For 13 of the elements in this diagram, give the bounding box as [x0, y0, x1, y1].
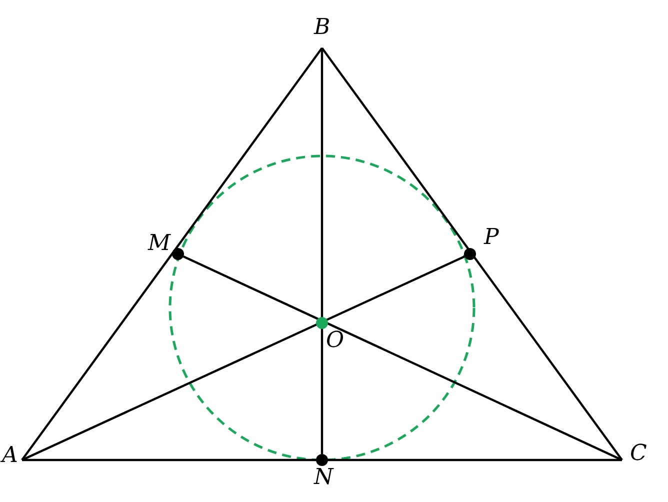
- line-segment: [22, 458, 622, 462]
- point-label: C: [630, 442, 647, 466]
- point-label: P: [484, 226, 499, 250]
- point-label: A: [2, 444, 18, 468]
- line-segment: [320, 48, 324, 454]
- point-label: B: [314, 16, 330, 40]
- point-label: O: [326, 329, 344, 353]
- line-segment: [321, 47, 623, 461]
- line-segment: [21, 47, 323, 461]
- line-segment: [182, 256, 622, 461]
- point-label: N: [314, 466, 334, 490]
- point-label: M: [148, 232, 171, 256]
- line-segment: [22, 256, 465, 461]
